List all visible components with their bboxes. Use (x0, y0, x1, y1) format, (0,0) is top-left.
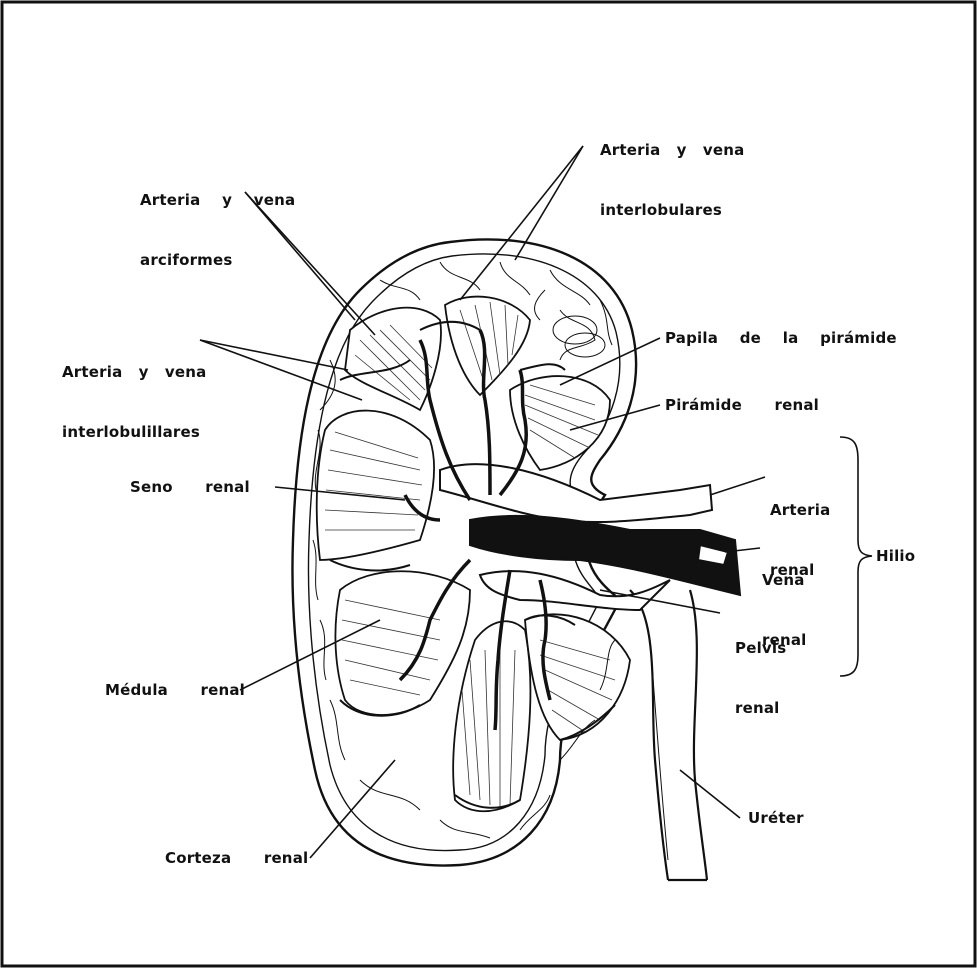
label-pelvis: Pelvis renal (735, 598, 786, 738)
hilum-vessels (440, 464, 740, 610)
label-hilio: Hilio (876, 546, 915, 566)
label-arteria-interlobulillares: Arteria y vena interlobulillares (62, 322, 206, 462)
label-papila: Papila de la pirámide (665, 328, 897, 348)
label-medula: Médula renal (105, 680, 245, 700)
label-arteria-interlobulares: Arteria y vena interlobulares (600, 100, 744, 240)
ureter (630, 590, 707, 880)
label-ureter: Uréter (748, 808, 804, 828)
label-arteria-arciformes: Arteria y vena arciformes (140, 150, 295, 290)
label-piramide: Pirámide renal (665, 395, 819, 415)
label-seno: Seno renal (130, 477, 250, 497)
label-corteza: Corteza renal (165, 848, 308, 868)
